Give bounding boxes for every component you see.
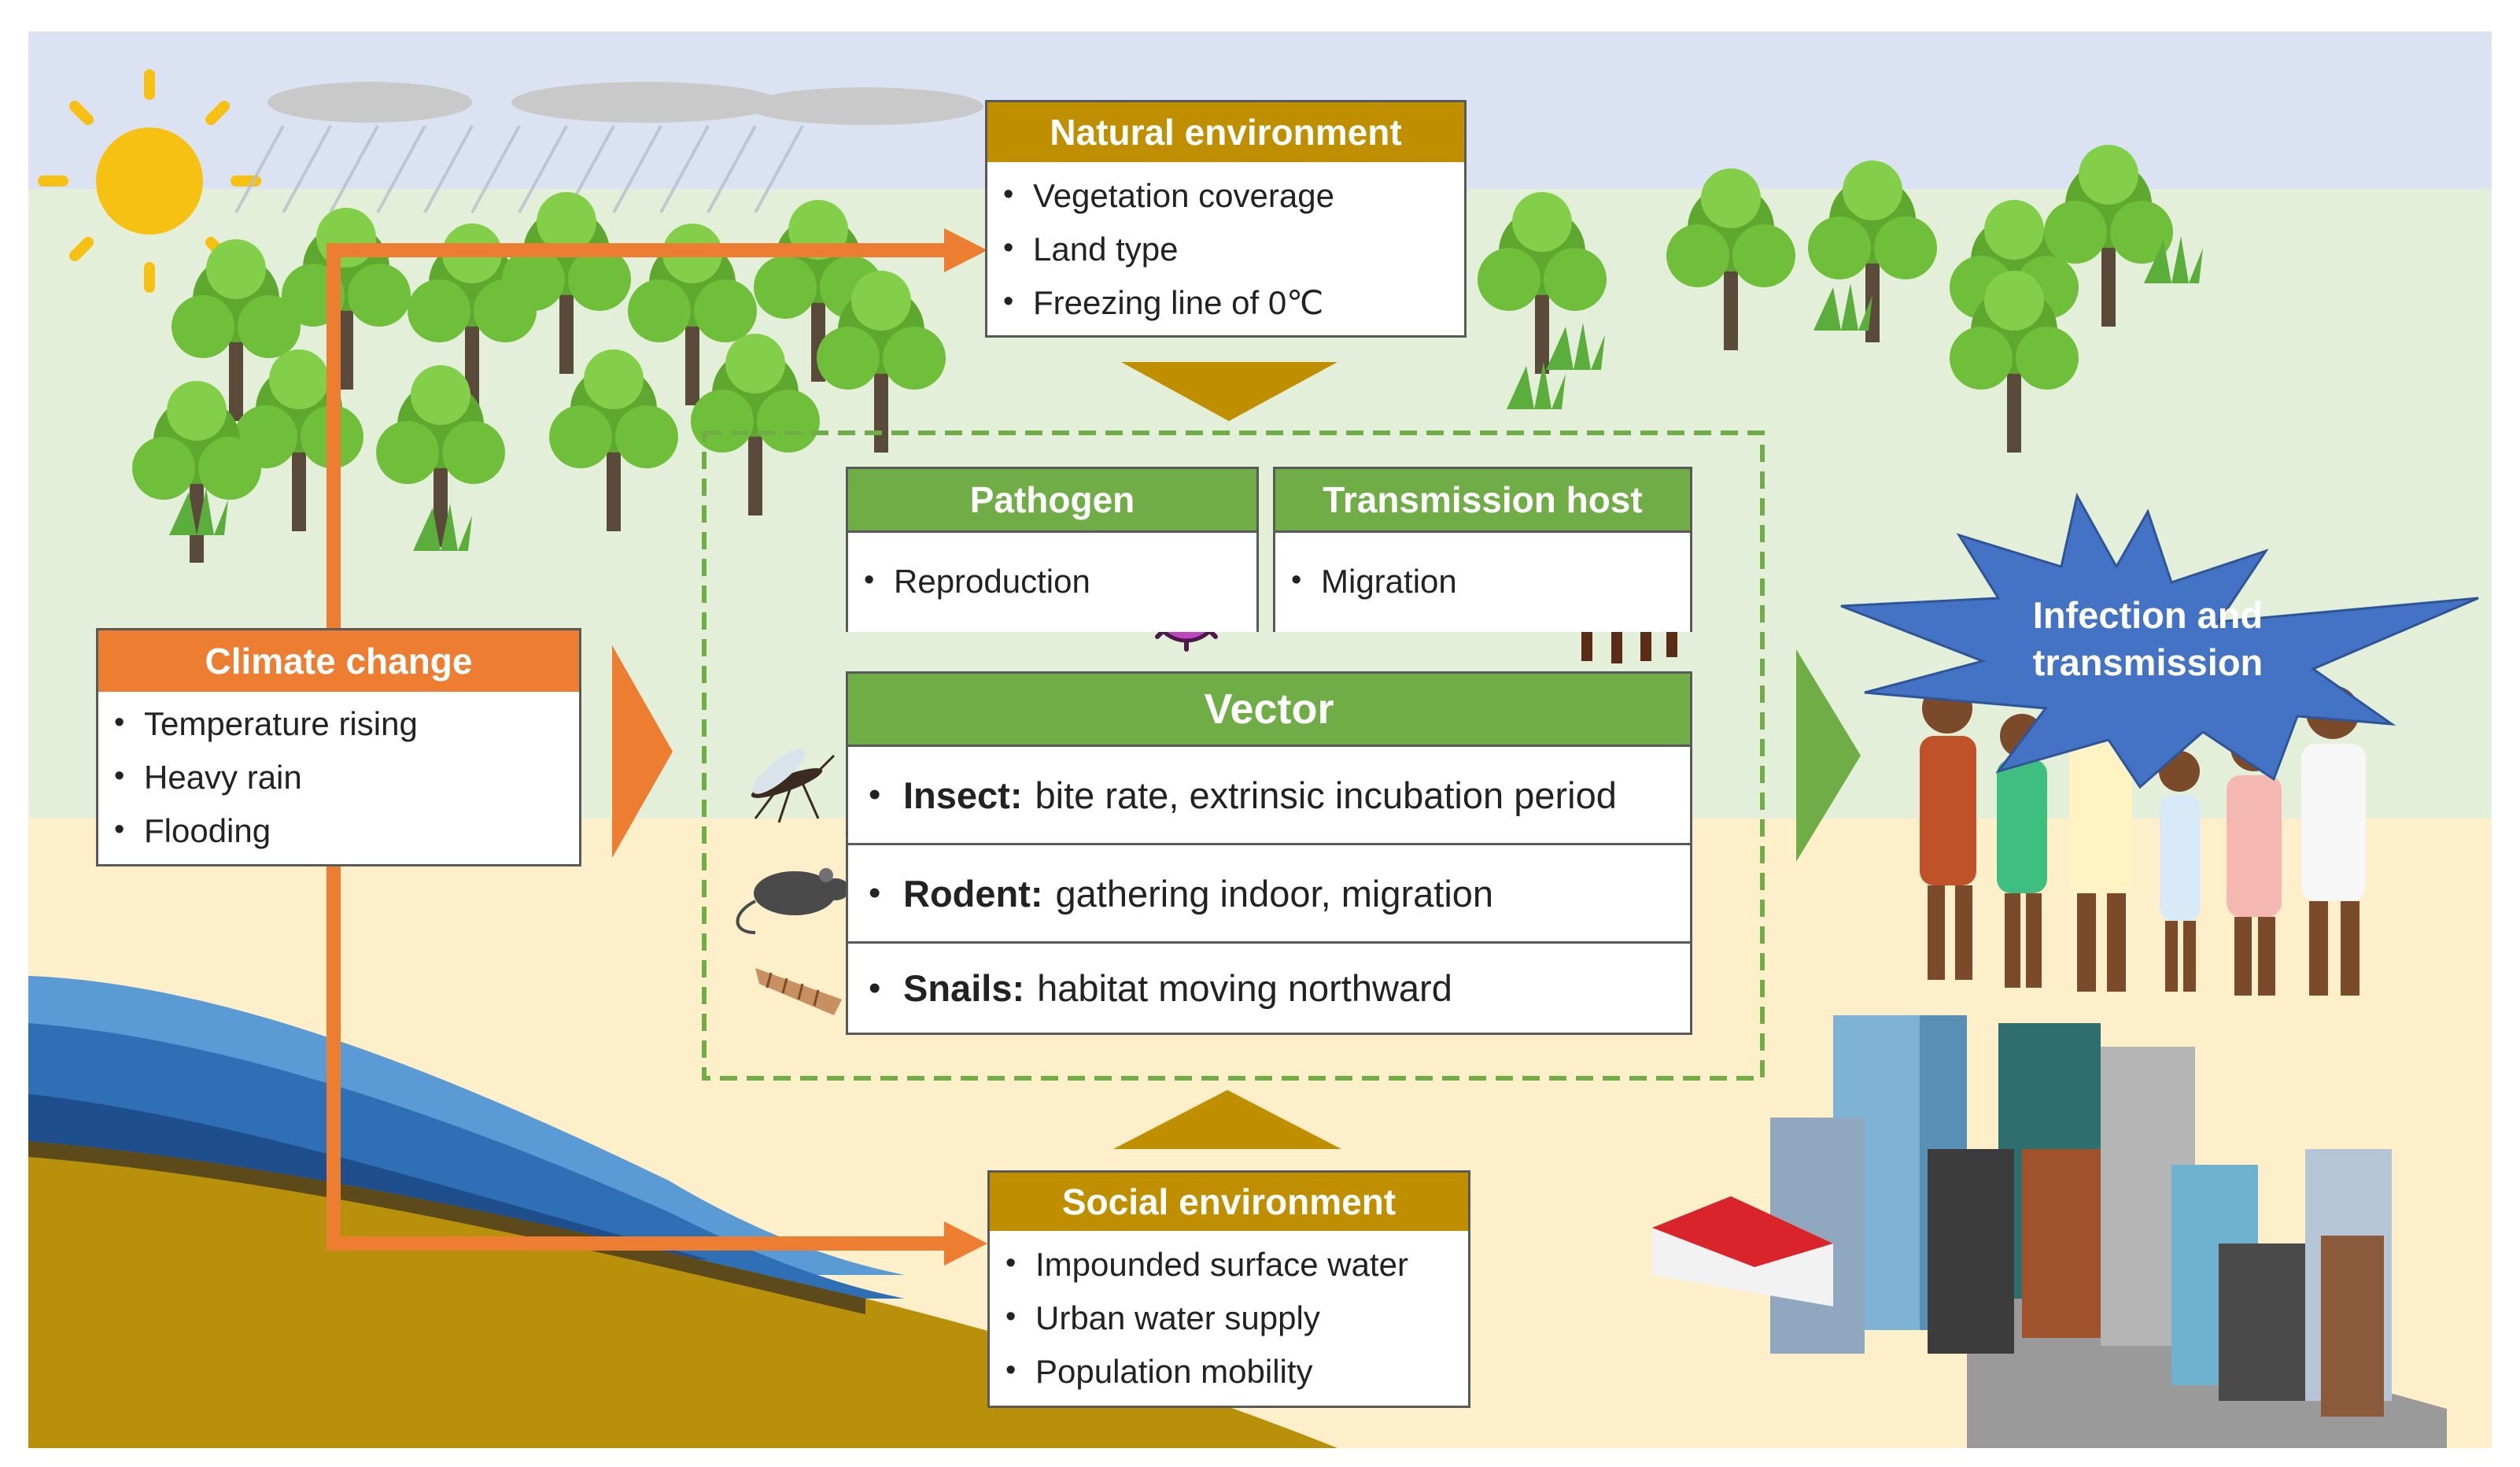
vector-row-label: Insect: — [903, 774, 1023, 816]
list-item: Urban water supply — [1005, 1302, 1468, 1335]
pathogen-title: Pathogen — [848, 469, 1256, 530]
infection-line-2: transmission — [2032, 641, 2264, 684]
climate-connector-arrows — [327, 243, 944, 1251]
vector-zone-border — [702, 430, 1765, 1081]
list-item: Land type — [1003, 233, 1464, 266]
social-environment-list: Impounded surface water Urban water supp… — [990, 1231, 1468, 1388]
rat-icon — [736, 868, 850, 934]
vector-title: Vector — [848, 674, 1690, 745]
list-item: Temperature rising — [114, 708, 579, 741]
natural-environment-title: Natural environment — [987, 102, 1464, 162]
climate-change-box: Climate change Temperature rising Heavy … — [96, 628, 581, 867]
vector-row-snails: Snails: habitat moving northward — [848, 941, 1690, 1033]
list-item: Impounded surface water — [1005, 1248, 1468, 1281]
social-environment-box: Social environment Impounded surface wat… — [987, 1170, 1470, 1408]
natural-environment-box: Natural environment Vegetation coverage … — [985, 100, 1467, 338]
infection-burst — [1840, 492, 2479, 789]
list-item: Vegetation coverage — [1003, 179, 1464, 212]
arrow-to-social — [944, 1221, 987, 1266]
rain-cloud-icon — [234, 82, 983, 213]
natural-environment-list: Vegetation coverage Land type Freezing l… — [987, 162, 1464, 320]
vector-box: Vector Insect: bite rate, extrinsic incu… — [846, 671, 1692, 1035]
pathogen-list: Reproduction — [864, 565, 1090, 598]
list-item: Heavy rain — [114, 761, 579, 794]
vector-row-rodent: Rodent: gathering indoor, migration — [848, 843, 1690, 941]
city-illustration — [1652, 1015, 2447, 1448]
infection-line-1: Infection and — [2032, 594, 2264, 636]
list-item: Freezing line of 0℃ — [1003, 286, 1464, 320]
snail-shell-icon — [755, 968, 842, 1015]
pathogen-box: Pathogen Reproduction — [846, 467, 1259, 632]
list-item: Reproduction — [864, 565, 1090, 598]
transmission-host-title: Transmission host — [1275, 469, 1690, 530]
arrow-natural-down — [1121, 362, 1337, 421]
vector-row-text: gathering indoor, migration — [1055, 872, 1494, 915]
arrow-zone-to-infection — [1796, 649, 1861, 862]
arrow-to-natural — [944, 228, 987, 272]
transmission-host-box: Transmission host Migration — [1273, 467, 1692, 632]
climate-change-title: Climate change — [98, 630, 579, 692]
list-item: Flooding — [114, 815, 579, 848]
arrow-climate-to-zone — [612, 645, 673, 858]
transmission-host-list: Migration — [1291, 565, 1457, 598]
vector-row-insect: Insect: bite rate, extrinsic incubation … — [848, 745, 1690, 843]
social-environment-title: Social environment — [990, 1173, 1468, 1231]
climate-change-list: Temperature rising Heavy rain Flooding — [98, 692, 579, 848]
vector-row-text: bite rate, extrinsic incubation period — [1035, 774, 1617, 816]
infection-transmission-label: Infection and transmission — [1951, 592, 2345, 686]
list-item: Migration — [1291, 565, 1457, 598]
list-item: Population mobility — [1005, 1355, 1468, 1388]
vector-row-label: Snails: — [903, 967, 1025, 1009]
mosquito-icon — [751, 748, 836, 823]
arrow-social-up — [1113, 1090, 1341, 1149]
vector-row-text: habitat moving northward — [1037, 967, 1452, 1009]
vector-row-label: Rodent: — [903, 872, 1043, 915]
